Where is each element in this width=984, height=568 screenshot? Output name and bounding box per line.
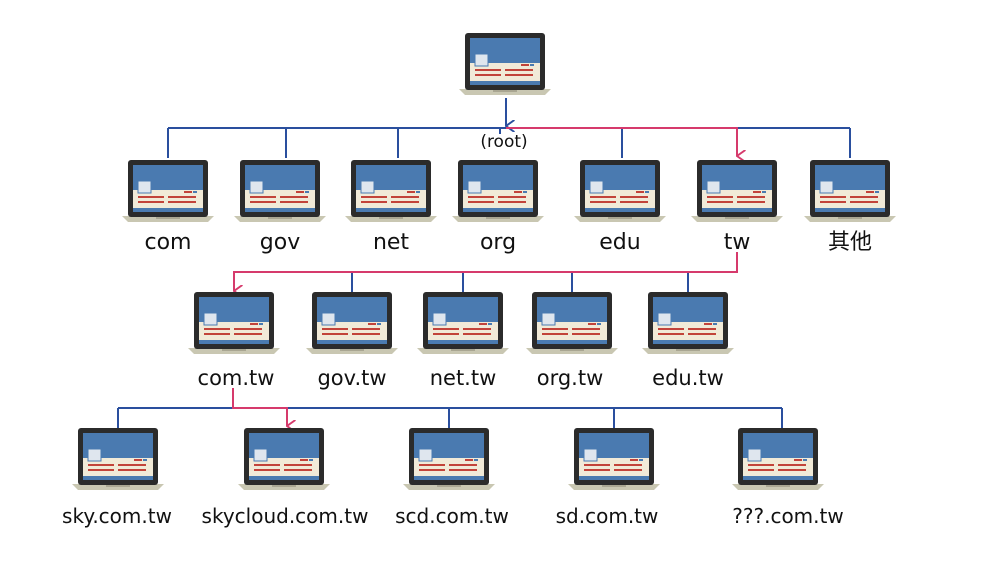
laptop-icon (187, 291, 281, 355)
laptop-icon (344, 159, 438, 223)
node-net: net (344, 159, 438, 255)
laptop-icon (237, 427, 331, 491)
node-label: sky.com.tw (62, 504, 172, 528)
root-connectors (167, 98, 851, 158)
node-org-tw: org.tw (525, 291, 619, 390)
node-label: net.tw (430, 366, 497, 390)
node-label: edu (599, 230, 640, 255)
laptop-icon (402, 427, 496, 491)
com-tw-connectors (117, 388, 783, 428)
laptop-icon (690, 159, 784, 223)
node-label: com (145, 230, 192, 255)
path-tw-to-com-tw (234, 252, 738, 291)
path-root-to-tw (506, 127, 737, 156)
node-edu: edu (573, 159, 667, 255)
node-label: ???.com.tw (732, 504, 843, 528)
node-tw: tw (690, 159, 784, 255)
node-label: scd.com.tw (395, 504, 509, 528)
node-label: sd.com.tw (556, 504, 659, 528)
node-label: 其他 (828, 230, 872, 255)
laptop-icon (641, 291, 735, 355)
node-label: gov.tw (317, 366, 386, 390)
node-label: gov (260, 230, 300, 255)
laptop-icon (567, 427, 661, 491)
node-label: tw (724, 230, 751, 255)
level2-nodes: com.tw gov.tw net.tw org.tw edu.tw (187, 291, 735, 390)
laptop-icon (305, 291, 399, 355)
node-label: net (373, 230, 409, 255)
node-edu-tw: edu.tw (641, 291, 735, 390)
tw-connectors (234, 252, 738, 292)
node-org: org (451, 159, 545, 255)
laptop-icon (458, 32, 552, 96)
node-label: skycloud.com.tw (202, 504, 369, 528)
laptop-icon (731, 427, 825, 491)
laptop-icon (451, 159, 545, 223)
node-gov: gov (233, 159, 327, 255)
node-label: com.tw (198, 366, 275, 390)
node-label: org (480, 230, 516, 255)
node-skycloud-com-tw: skycloud.com.tw (202, 427, 369, 528)
node-scd-com-tw: scd.com.tw (395, 427, 509, 528)
laptop-icon (573, 159, 667, 223)
node-net-tw: net.tw (416, 291, 510, 390)
node-sd-com-tw: sd.com.tw (556, 427, 661, 528)
laptop-icon (416, 291, 510, 355)
laptop-icon (233, 159, 327, 223)
node-unknown-com-tw: ???.com.tw (731, 427, 844, 528)
laptop-icon (803, 159, 897, 223)
node-sky-com-tw: sky.com.tw (62, 427, 172, 528)
root-label: (root) (480, 132, 527, 152)
laptop-icon (71, 427, 165, 491)
node-gov-tw: gov.tw (305, 291, 399, 390)
level1-nodes: com gov net org edu tw 其他 (121, 159, 897, 255)
level3-nodes: sky.com.tw skycloud.com.tw scd.com.tw sd… (62, 427, 844, 528)
root-node: (root) (458, 32, 552, 152)
node-com: com (121, 159, 215, 255)
path-com-tw-to-skycloud (232, 388, 287, 426)
node-com-tw: com.tw (187, 291, 281, 390)
node-label: edu.tw (652, 366, 724, 390)
node-label: org.tw (537, 366, 604, 390)
laptop-icon (525, 291, 619, 355)
node-other: 其他 (803, 159, 897, 255)
laptop-icon (121, 159, 215, 223)
